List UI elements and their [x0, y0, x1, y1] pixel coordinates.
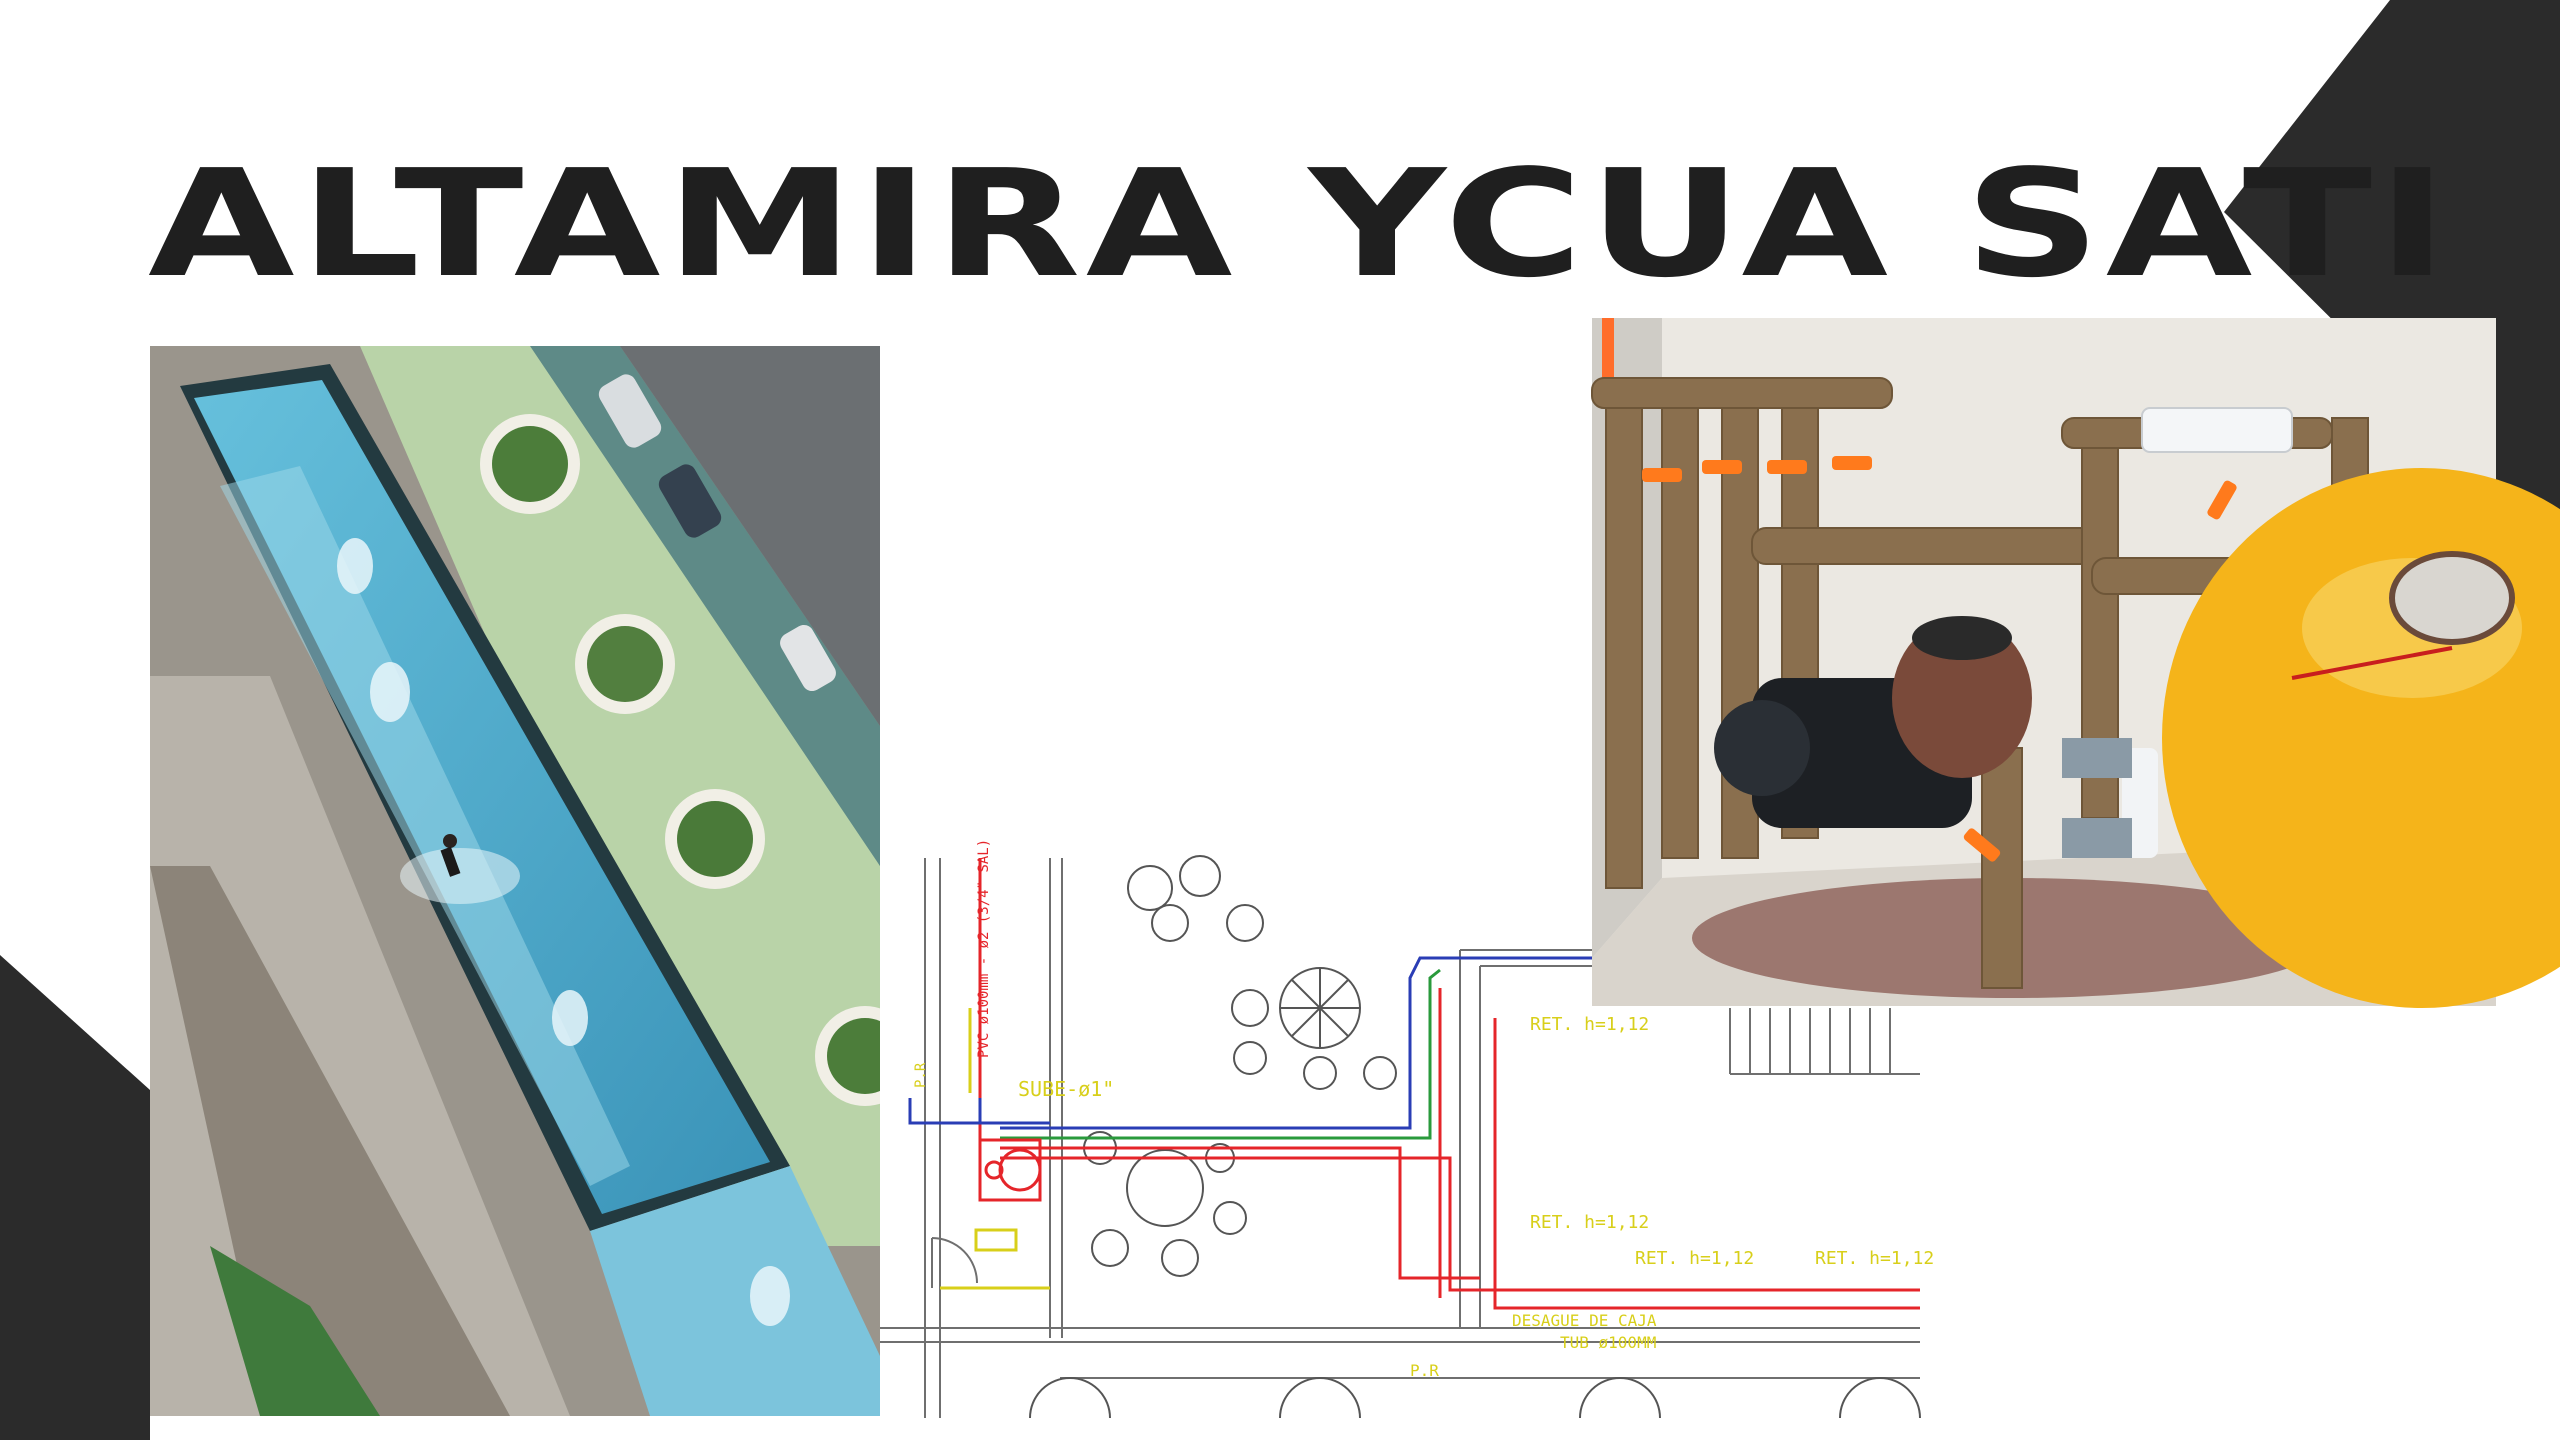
- plan-label-ret-2: RET. h=1,12: [1530, 1212, 1649, 1233]
- plan-label-desague: DESAGUE DE CAJA: [1512, 1311, 1657, 1330]
- pool-aerial-photo: [150, 346, 915, 1416]
- plan-label-sube: SUBE-ø1": [1018, 1077, 1114, 1101]
- plan-label-tub: TUB ø100MM: [1560, 1333, 1656, 1352]
- plan-label-pvc: PVC ø100mm - ø2 (3/4" SAL): [976, 839, 992, 1058]
- pool-equipment-photo: [1591, 318, 2560, 1008]
- page-title: ALTAMIRA YCUA SATI: [148, 138, 2453, 310]
- plan-label-ret-3: RET. h=1,12: [1635, 1248, 1754, 1269]
- plan-label-ret-1: RET. h=1,12: [1530, 1014, 1649, 1035]
- plan-label-pr-2: P.R: [913, 1062, 929, 1088]
- plan-label-pr-1: P.R: [1410, 1361, 1439, 1380]
- plan-label-ret-4: RET. h=1,12: [1815, 1248, 1934, 1269]
- corner-decoration-bottom-left: [0, 955, 150, 1440]
